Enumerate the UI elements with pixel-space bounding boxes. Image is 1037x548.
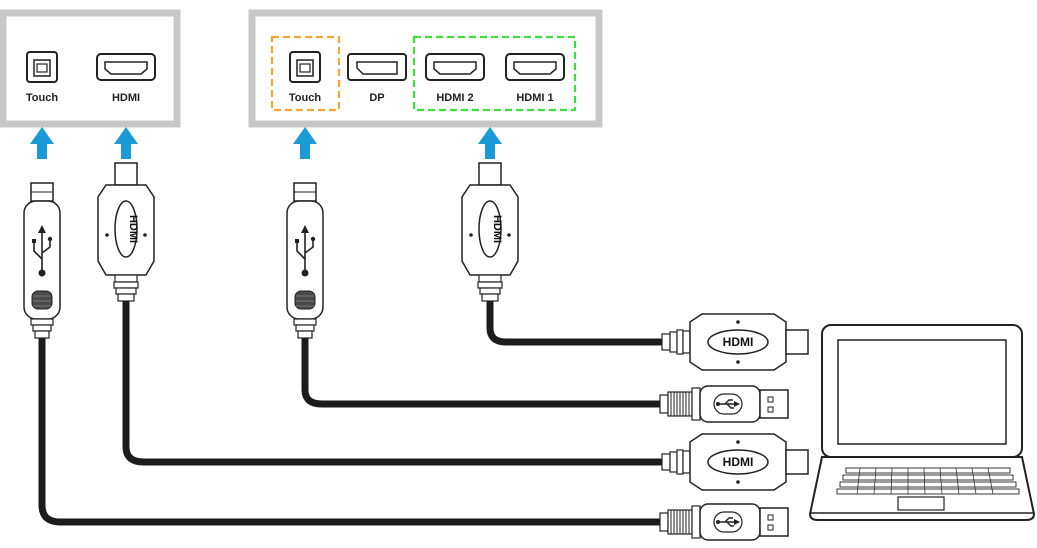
usb-b-port-icon xyxy=(289,51,321,83)
hdmi-port-icon xyxy=(425,53,485,81)
hdmi-plug-icon xyxy=(97,162,155,302)
arrow-up-icon xyxy=(30,127,54,159)
cable-left-hdmi xyxy=(122,297,664,466)
left-touch-port: Touch xyxy=(26,51,58,104)
arrow-up-icon xyxy=(114,127,138,159)
cable-left-usb xyxy=(38,334,664,526)
hdmi-plug-icon xyxy=(461,162,519,302)
right-touch-port: Touch xyxy=(289,51,321,104)
right-hdmi1-port: HDMI 1 xyxy=(505,53,565,104)
hdmi-plug-mark: HDMI xyxy=(127,215,139,243)
usb-a-plug-icon xyxy=(659,503,789,541)
usb-b-plug-icon xyxy=(23,182,61,339)
usb-a-plug-icon xyxy=(659,385,789,423)
cable-right-usb xyxy=(301,334,664,408)
laptop-icon xyxy=(808,324,1036,521)
right-dp-port: DP xyxy=(347,53,407,104)
usb-b-port-icon xyxy=(26,51,58,83)
right-hdmi2-port: HDMI 2 xyxy=(425,53,485,104)
left-hdmi-label: HDMI xyxy=(112,92,140,104)
orange-highlight-box xyxy=(270,35,341,112)
left-touch-label: Touch xyxy=(26,92,58,104)
arrow-up-icon xyxy=(478,127,502,159)
cable-right-hdmi xyxy=(486,297,664,346)
green-highlight-box xyxy=(412,35,577,112)
left-hdmi-port: HDMI xyxy=(96,53,156,104)
displayport-port-icon xyxy=(347,53,407,81)
hdmi-plug-mark: HDMI xyxy=(491,215,503,243)
hdmi-port-icon xyxy=(96,53,156,81)
right-hdmi1-label: HDMI 1 xyxy=(516,92,553,104)
right-hdmi2-label: HDMI 2 xyxy=(436,92,473,104)
hdmi-port-icon xyxy=(505,53,565,81)
arrow-up-icon xyxy=(293,127,317,159)
right-touch-label: Touch xyxy=(289,92,321,104)
hdmi-plug-mark: HDMI xyxy=(723,455,754,469)
hdmi-plug-mark: HDMI xyxy=(723,335,754,349)
right-dp-label: DP xyxy=(369,92,384,104)
usb-b-plug-icon xyxy=(286,182,324,339)
